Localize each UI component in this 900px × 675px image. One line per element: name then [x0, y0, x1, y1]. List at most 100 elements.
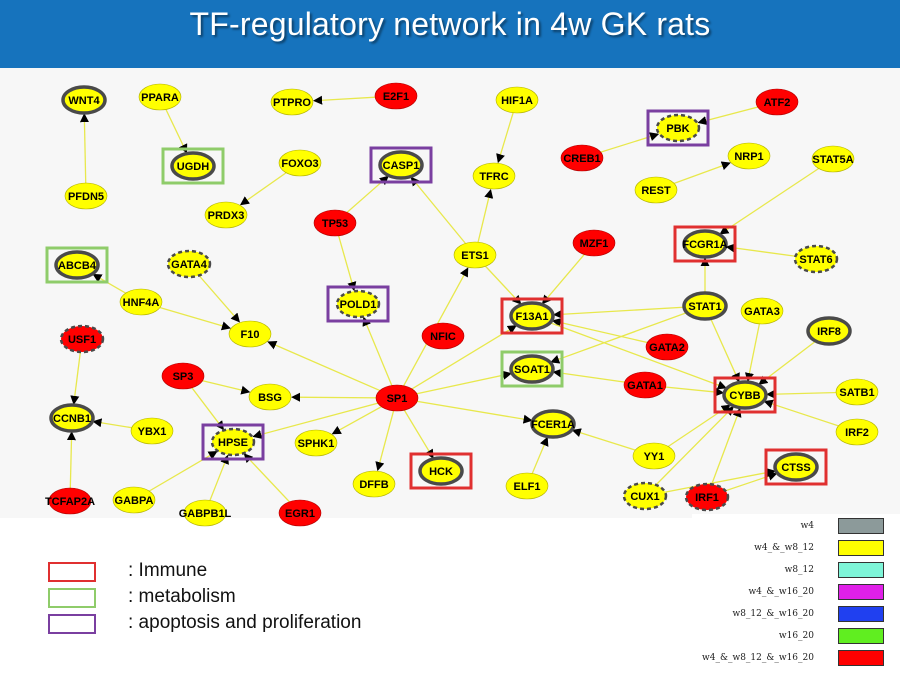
node-atf2[interactable]: ATF2 — [755, 88, 799, 116]
node-elf1[interactable]: ELF1 — [505, 472, 549, 500]
node-stat6[interactable]: STAT6 — [793, 244, 839, 274]
node-shape — [352, 470, 396, 498]
node-f13a1[interactable]: F13A1 — [509, 301, 555, 331]
node-shape — [59, 324, 105, 354]
node-label: STAT1 — [688, 301, 721, 313]
node-shape — [421, 322, 465, 350]
node-cybb[interactable]: CYBB — [722, 380, 768, 410]
node-cux1[interactable]: CUX1 — [622, 481, 668, 511]
node-tp53[interactable]: TP53 — [313, 209, 357, 237]
node-ppara[interactable]: PPARA — [138, 83, 182, 111]
node-pold1[interactable]: POLD1 — [335, 289, 381, 319]
node-gabpb1l[interactable]: GABPB1L — [179, 499, 232, 527]
node-ctss[interactable]: CTSS — [773, 452, 819, 482]
node-sp3[interactable]: SP3 — [161, 362, 205, 390]
node-gata1[interactable]: GATA1 — [623, 371, 667, 399]
node-nrp1[interactable]: NRP1 — [727, 142, 771, 170]
node-hck[interactable]: HCK — [418, 456, 464, 486]
node-label: POLD1 — [340, 299, 377, 311]
node-ugdh[interactable]: UGDH — [170, 151, 216, 181]
node-nfic[interactable]: NFIC — [421, 322, 465, 350]
node-soat1[interactable]: SOAT1 — [509, 354, 555, 384]
node-ccnb1[interactable]: CCNB1 — [49, 403, 95, 433]
node-casp1[interactable]: CASP1 — [378, 150, 424, 180]
node-shape — [634, 176, 678, 204]
legend-metabolism-box — [48, 588, 96, 608]
node-shape — [378, 150, 424, 180]
node-ptpro[interactable]: PTPRO — [270, 88, 314, 116]
node-mzf1[interactable]: MZF1 — [572, 229, 616, 257]
legend-apoptosis-label: : apoptosis and proliferation — [128, 612, 362, 633]
legend-metabolism-label: : metabolism — [128, 586, 236, 607]
node-wnt4[interactable]: WNT4 — [61, 85, 107, 115]
series-legend-swatch — [838, 650, 884, 666]
category-box-immune-ctss — [764, 448, 828, 486]
node-abcb4[interactable]: ABCB4 — [54, 250, 100, 280]
node-label: REST — [641, 185, 671, 197]
node-irf8[interactable]: IRF8 — [806, 316, 852, 346]
node-shape — [64, 182, 108, 210]
node-shape — [806, 316, 852, 346]
node-sphk1[interactable]: SPHK1 — [294, 429, 338, 457]
node-label: SOAT1 — [514, 364, 550, 376]
edge-sp1-pold1 — [362, 316, 398, 399]
legend-apoptosis: : apoptosis and proliferation — [48, 612, 428, 642]
node-egr1[interactable]: EGR1 — [278, 499, 322, 527]
node-shape — [509, 301, 555, 331]
node-e2f1[interactable]: E2F1 — [374, 82, 418, 110]
node-yy1[interactable]: YY1 — [632, 442, 676, 470]
node-label: GATA3 — [744, 306, 780, 318]
node-label: GABPB1L — [179, 508, 232, 520]
category-box-metabolism-soat1 — [500, 350, 564, 388]
node-label: DFFB — [359, 479, 388, 491]
node-shape — [722, 380, 768, 410]
series-legend: w4 w4_&_w8_12 w8_12 w4_&_w16_20 w8_12_&_… — [692, 514, 900, 675]
node-ybx1[interactable]: YBX1 — [130, 417, 174, 445]
series-legend-swatch — [838, 540, 884, 556]
node-stat1[interactable]: STAT1 — [682, 291, 728, 321]
edge-stat1-f13a1 — [552, 305, 706, 319]
node-label: STAT6 — [799, 254, 832, 266]
node-hif1a[interactable]: HIF1A — [495, 86, 539, 114]
node-label: GATA2 — [649, 342, 685, 354]
series-legend-label: w4 — [800, 521, 814, 531]
node-sp1[interactable]: SP1 — [375, 384, 419, 412]
node-shape — [138, 83, 182, 111]
node-tfrc[interactable]: TFRC — [472, 162, 516, 190]
node-gata2[interactable]: GATA2 — [645, 333, 689, 361]
node-prdx3[interactable]: PRDX3 — [204, 201, 248, 229]
node-gata3[interactable]: GATA3 — [740, 297, 784, 325]
node-foxo3[interactable]: FOXO3 — [278, 149, 322, 177]
node-fcgr1a[interactable]: FCGR1A — [682, 229, 728, 259]
series-legend-swatch — [838, 606, 884, 622]
node-hpse[interactable]: HPSE — [210, 427, 256, 457]
node-shape — [572, 229, 616, 257]
node-irf2[interactable]: IRF2 — [835, 418, 879, 446]
node-fcer1a[interactable]: FCER1A — [530, 409, 576, 439]
node-pfdn5[interactable]: PFDN5 — [64, 182, 108, 210]
node-hnf4a[interactable]: HNF4A — [119, 288, 163, 316]
node-dffb[interactable]: DFFB — [352, 470, 396, 498]
node-gabpa[interactable]: GABPA — [112, 486, 156, 514]
node-label: SATB1 — [839, 387, 874, 399]
category-boxes-layer — [45, 109, 828, 490]
node-shape — [645, 333, 689, 361]
node-satb1[interactable]: SATB1 — [835, 378, 879, 406]
node-usf1[interactable]: USF1 — [59, 324, 105, 354]
node-bsg[interactable]: BSG — [248, 383, 292, 411]
node-shape — [335, 289, 381, 319]
node-shape — [130, 417, 174, 445]
node-creb1[interactable]: CREB1 — [560, 144, 604, 172]
node-tcfap2a[interactable]: TCFAP2A — [45, 487, 95, 515]
node-shape — [270, 88, 314, 116]
node-stat5a[interactable]: STAT5A — [811, 145, 855, 173]
node-shape — [495, 86, 539, 114]
node-f10[interactable]: F10 — [228, 320, 272, 348]
node-rest[interactable]: REST — [634, 176, 678, 204]
node-shape — [248, 383, 292, 411]
node-gata4[interactable]: GATA4 — [166, 249, 212, 279]
node-pbk[interactable]: PBK — [655, 113, 701, 143]
node-label: CCNB1 — [53, 413, 91, 425]
node-ets1[interactable]: ETS1 — [453, 241, 497, 269]
node-irf1[interactable]: IRF1 — [684, 482, 730, 512]
